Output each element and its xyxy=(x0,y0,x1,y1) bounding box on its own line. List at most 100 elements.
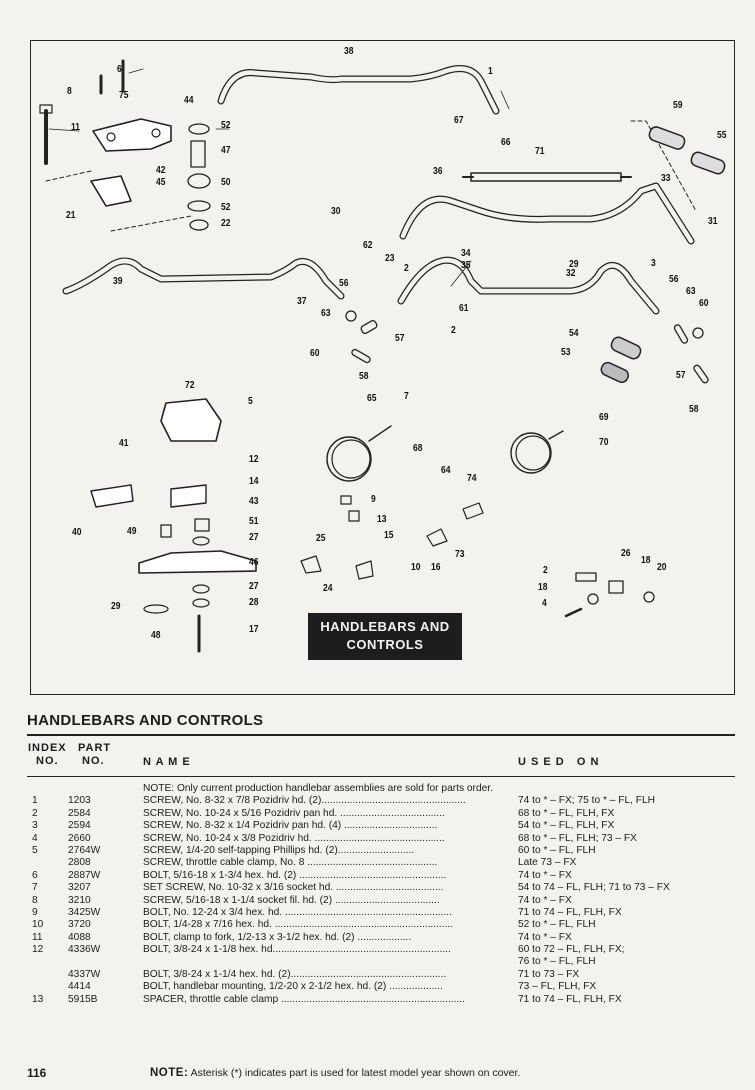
callout-number: 24 xyxy=(323,583,333,594)
index-cell: 2 xyxy=(32,807,38,819)
name-cell: SCREW, 1/4-20 self-tapping Phillips hd. … xyxy=(143,844,415,856)
name-cell: SCREW, 5/16-18 x 1-1/4 socket fil. hd. (… xyxy=(143,894,440,906)
callout-number: 46 xyxy=(249,557,259,568)
callout-number: 7 xyxy=(404,391,409,402)
callout-number: 22 xyxy=(221,218,231,229)
part-number-cell: 2764W xyxy=(68,844,101,856)
index-cell: 11 xyxy=(32,931,43,943)
index-cell: 7 xyxy=(32,882,38,894)
callout-number: 55 xyxy=(717,130,727,141)
callout-number: 18 xyxy=(641,555,651,566)
callout-number: 67 xyxy=(454,115,464,126)
used-on-cell: 54 to * – FL, FLH, FX xyxy=(518,820,615,832)
callout-number: 31 xyxy=(708,216,718,227)
index-cell: 6 xyxy=(32,869,38,881)
name-cell: SET SCREW, No. 10-32 x 3/16 socket hd. .… xyxy=(143,882,444,894)
callout-number: 57 xyxy=(676,370,686,381)
callout-number: 37 xyxy=(297,296,307,307)
callout-number: 10 xyxy=(411,562,421,573)
callout-number: 33 xyxy=(661,173,671,184)
callout-number: 21 xyxy=(66,210,76,221)
callout-number: 27 xyxy=(249,532,259,543)
callout-number: 5 xyxy=(248,396,253,407)
callout-number: 51 xyxy=(249,516,259,527)
table-row: 3 2594 SCREW, No. 8-32 x 1/4 Pozidriv pan … xyxy=(0,820,755,832)
callout-number: 62 xyxy=(363,240,373,251)
table-row: 7 3207 SET SCREW, No. 10-32 x 3/16 socket … xyxy=(0,882,755,894)
index-cell: 3 xyxy=(32,820,38,832)
part-number-cell: 2594 xyxy=(68,820,91,832)
callout-number: 26 xyxy=(621,548,631,559)
name-cell: BOLT, 3/8-24 x 1-1/4 hex. hd. (2).......… xyxy=(143,968,447,980)
name-cell: SCREW, No. 8-32 x 1/4 Pozidriv pan hd. (… xyxy=(143,820,438,832)
used-on-cell: 74 to * – FX; 75 to * – FL, FLH xyxy=(518,795,656,807)
used-on-cell: 60 to 72 – FL, FLH, FX; xyxy=(518,944,625,956)
callout-number: 23 xyxy=(385,253,395,264)
callout-number: 44 xyxy=(184,95,194,106)
used-on-cell: 54 to 74 – FL, FLH; 71 to 73 – FX xyxy=(518,882,670,894)
callout-number: 53 xyxy=(561,347,571,358)
plate-line-2: CONTROLS xyxy=(346,637,424,652)
callout-number: 64 xyxy=(441,465,451,476)
col-header-used-on: U S E D O N xyxy=(518,756,600,768)
callout-number: 2 xyxy=(404,263,409,274)
footnote-label: NOTE: xyxy=(150,1067,189,1079)
col-header-index-line1: INDEX xyxy=(28,742,67,754)
callout-number: 25 xyxy=(316,533,326,544)
section-title: HANDLEBARS AND CONTROLS xyxy=(27,712,264,729)
used-on-cell: 71 to 74 – FL, FLH, FX xyxy=(518,993,622,1005)
index-cell: 4 xyxy=(32,832,38,844)
heading-rule xyxy=(27,734,735,736)
index-cell: 9 xyxy=(32,906,38,918)
callout-number: 70 xyxy=(599,437,609,448)
index-cell: 1 xyxy=(32,795,38,807)
name-cell: BOLT, 3/8-24 x 1-1/8 hex. hd............… xyxy=(143,944,451,956)
used-on-cell: 60 to * – FL, FLH xyxy=(518,844,596,856)
table-row: 5 2764W SCREW, 1/4-20 self-tapping Phillip… xyxy=(0,845,755,857)
callout-number: 12 xyxy=(249,454,259,465)
callout-number: 54 xyxy=(569,328,579,339)
callout-number: 38 xyxy=(344,46,354,57)
part-number-cell: 2660 xyxy=(68,832,91,844)
callout-number: 35 xyxy=(461,260,471,271)
callout-number: 13 xyxy=(377,514,387,525)
name-cell: BOLT, clamp to fork, 1/2-13 x 3-1/2 hex.… xyxy=(143,931,412,943)
callout-number: 6 xyxy=(117,64,122,75)
callout-number: 58 xyxy=(689,404,699,415)
callout-number: 63 xyxy=(321,308,331,319)
used-on-cell: 52 to * – FL, FLH xyxy=(518,919,596,931)
callout-number: 34 xyxy=(461,248,471,259)
callout-number: 52 xyxy=(221,202,231,213)
callout-number: 16 xyxy=(431,562,441,573)
name-cell: BOLT, 5/16-18 x 1-3/4 hex. hd. (2) .....… xyxy=(143,869,447,881)
col-header-index: INDEX NO. xyxy=(28,742,67,768)
callout-number: 20 xyxy=(657,562,667,573)
part-number-cell: 3720 xyxy=(68,919,91,931)
callout-number: 43 xyxy=(249,496,259,507)
name-cell: NOTE: Only current production handlebar … xyxy=(143,783,493,794)
used-on-cell: 74 to * – FX xyxy=(518,869,572,881)
callout-number: 32 xyxy=(566,268,576,279)
index-cell: 5 xyxy=(32,844,38,856)
diagram-title-plate: HANDLEBARS AND CONTROLS xyxy=(308,613,462,660)
col-header-part-line1: PART xyxy=(78,742,112,754)
used-on-cell: 74 to * – FX xyxy=(518,931,572,943)
col-header-name: N A M E xyxy=(143,756,191,768)
used-on-cell: 71 to 73 – FX xyxy=(518,968,580,980)
name-cell: SPACER, throttle cable clamp ...........… xyxy=(143,993,465,1005)
callout-number: 42 xyxy=(156,165,166,176)
part-number-cell: 3207 xyxy=(68,882,91,894)
callout-number: 47 xyxy=(221,145,231,156)
index-cell: 10 xyxy=(32,919,44,931)
plate-line-1: HANDLEBARS AND xyxy=(320,619,450,634)
name-cell: SCREW, throttle cable clamp, No. 8 .....… xyxy=(143,857,438,869)
